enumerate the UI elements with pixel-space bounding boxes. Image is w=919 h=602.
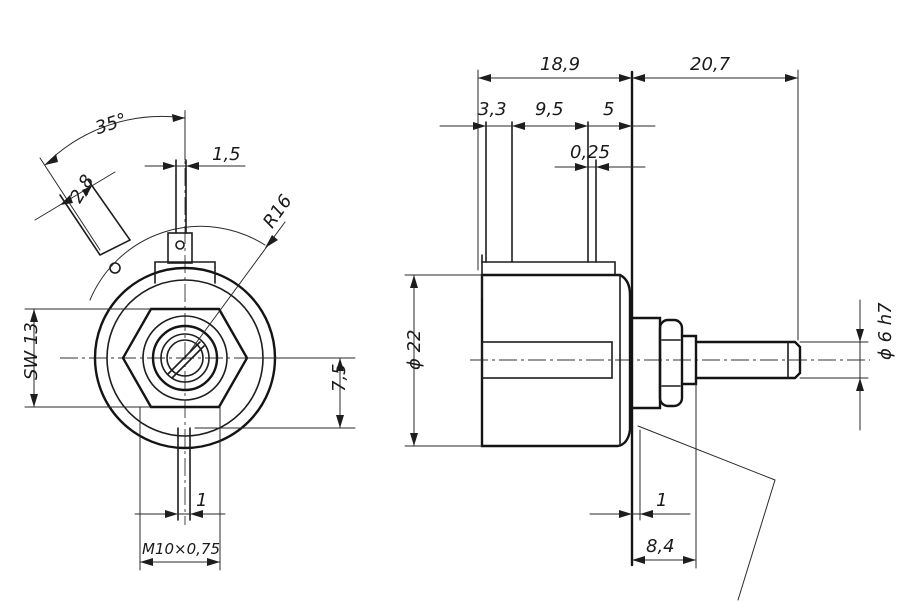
- angled-lug-hole: [109, 262, 121, 274]
- dim-1.5-arrow-2: [186, 162, 199, 170]
- dim-pin-arrow-2: [190, 510, 203, 518]
- top-terminal-block: [154, 261, 216, 284]
- dim-8.4-arrow-right: [683, 556, 696, 564]
- dim-bushing-length: 8,4: [646, 536, 675, 557]
- dim-2.8-line: [34, 171, 116, 221]
- dim-side-pin-width: 1: [656, 490, 667, 511]
- shaft-outer-circle: [160, 333, 210, 383]
- dim-d6-arrow-bottom: [856, 378, 864, 391]
- top-terminal-lug: [167, 232, 193, 264]
- dim-shaft-diameter: ϕ 6 h7: [875, 302, 896, 360]
- dim-across-flats: SW 13: [21, 322, 42, 380]
- control-shaft: [694, 340, 802, 380]
- dim-d22-arrow-top: [410, 275, 418, 288]
- bushing-collar: [658, 318, 684, 408]
- dim-5-arrow-right: [619, 122, 632, 130]
- dim-angle: 35°: [93, 109, 130, 139]
- angle-arc: [44, 115, 186, 166]
- dim-thread-arrow-left: [140, 558, 153, 566]
- dim-7.5-arrow-top: [336, 358, 344, 371]
- dim-offset: 7,5: [329, 363, 350, 392]
- mounting-nut: [630, 316, 662, 410]
- front-view: 35° 2,8 1,5 R16 SW 13 7,5 1: [21, 109, 356, 571]
- dim-7.5-arrow-bottom: [336, 415, 344, 428]
- dim-r16-arrow: [265, 235, 278, 248]
- dim-18.9-arrow-left: [478, 74, 491, 82]
- dim-side-pin-arrow-1: [619, 510, 632, 518]
- dim-radius: R16: [259, 191, 297, 232]
- leader-line: [637, 425, 776, 481]
- angle-arrow-left: [45, 154, 58, 165]
- dim-thread-arrow-right: [207, 558, 220, 566]
- dim-0.25-arrow-right: [596, 163, 609, 171]
- dim-sw13-arrow-top: [30, 309, 38, 322]
- dim-terminal-pos-2: 9,5: [535, 99, 564, 120]
- shaft-slot-2: [171, 345, 205, 379]
- dim-8.4-arrow-left: [632, 556, 645, 564]
- dim-shaft-length: 20,7: [690, 54, 731, 75]
- dim-pin-arrow-1: [165, 510, 178, 518]
- dim-5-arrow-left: [575, 122, 588, 130]
- dim-20.7-arrow-left: [632, 74, 645, 82]
- dim-terminal-width: 1,5: [212, 144, 241, 165]
- bushing-circle: [151, 324, 219, 392]
- dim-body-diameter: ϕ 22: [404, 330, 425, 371]
- nut-washer-circle: [142, 315, 228, 401]
- dim-0.25-arrow-left: [575, 163, 588, 171]
- dim-2.8-arrow-2: [82, 186, 92, 197]
- dim-pin-width: 1: [196, 490, 207, 511]
- dim-d6-arrow-top: [856, 329, 864, 342]
- angled-lug: [59, 179, 132, 257]
- dim-terminal-pos-1: 3,3: [478, 99, 507, 120]
- body-top-cap: [481, 261, 616, 276]
- dim-side-pin-arrow-2: [640, 510, 653, 518]
- leader-line-tail: [737, 479, 776, 601]
- angle-extension-line: [39, 157, 101, 251]
- shaft-slot-1: [167, 341, 201, 375]
- dim-20.7-arrow-right: [785, 74, 798, 82]
- hex-nut: [121, 307, 249, 409]
- dim-1.5-arrow-1: [163, 162, 176, 170]
- side-view: 18,9 20,7 3,3 9,5 5 0,25 ϕ 22 ϕ: [404, 54, 896, 601]
- dim-sw13-arrow-bottom: [30, 394, 38, 407]
- dim-thread: M10×0,75: [142, 540, 220, 558]
- internal-shaft: [481, 341, 613, 379]
- dim-total-body: 18,9: [540, 54, 580, 75]
- angle-arrow-right: [172, 114, 185, 122]
- shaft-circle: [166, 339, 204, 377]
- threaded-bushing: [680, 334, 698, 386]
- top-terminal-hole: [175, 240, 185, 250]
- dim-terminal-gap: 0,25: [570, 142, 610, 163]
- dim-terminal-pos-3: 5: [603, 99, 614, 120]
- dim-9.5-arrow: [512, 122, 525, 130]
- r16-reference-arc: [89, 225, 266, 301]
- dim-2.8-arrow-1: [60, 195, 73, 205]
- dim-18.9-arrow-right: [619, 74, 632, 82]
- dim-d22-arrow-bottom: [410, 433, 418, 446]
- dim-3.3-arrow: [473, 122, 486, 130]
- potentiometer-body: [480, 273, 632, 448]
